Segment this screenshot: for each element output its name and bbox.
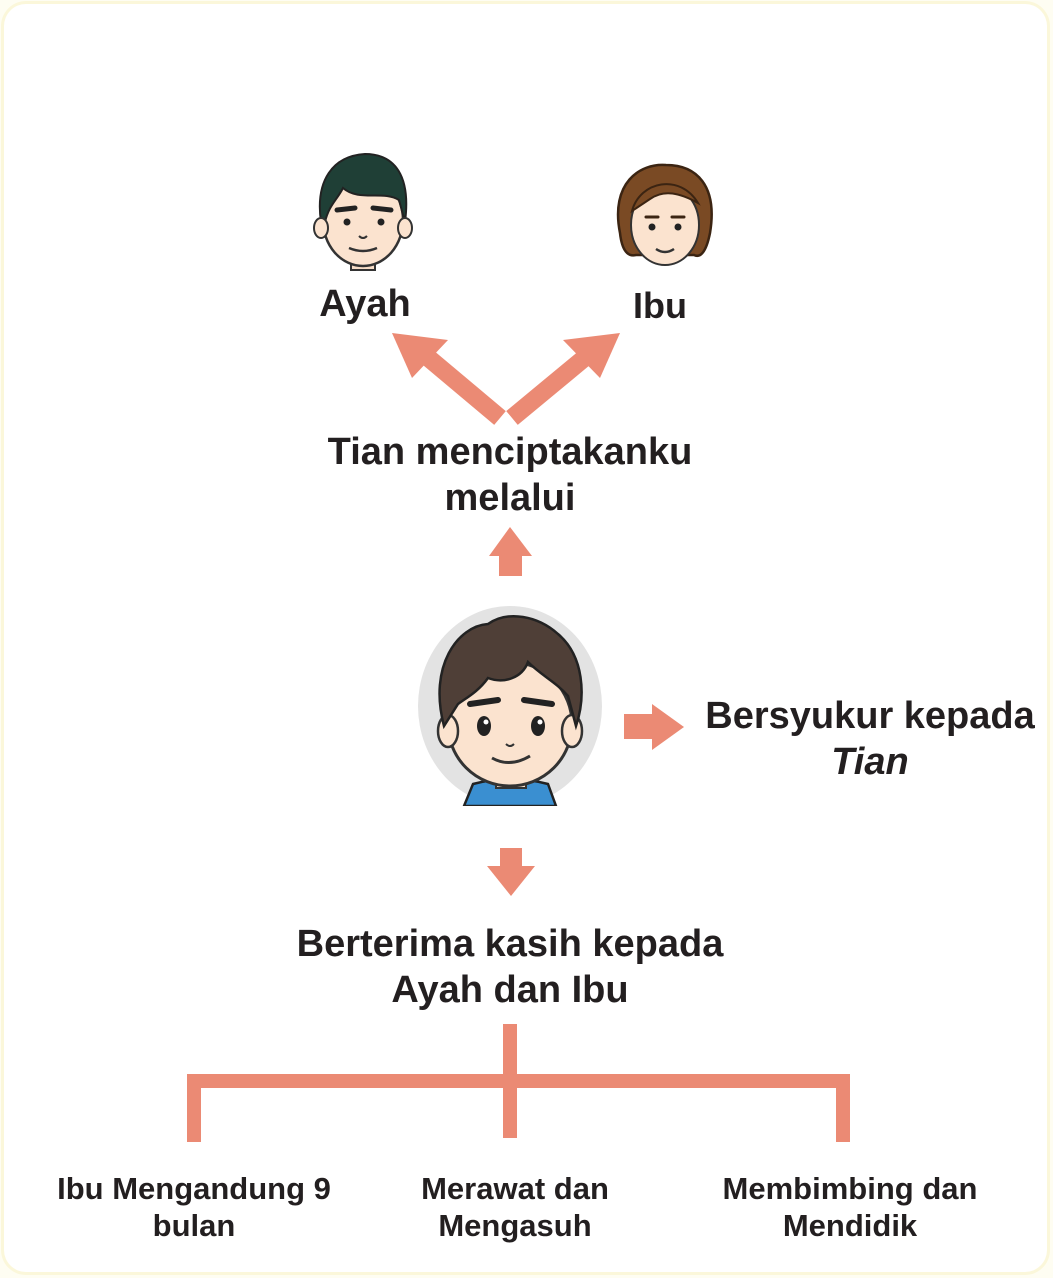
- tree-connector: [187, 1024, 850, 1142]
- branch-pregnancy: Ibu Mengandung 9 bulan: [34, 1170, 354, 1244]
- created-through-line2: melalui: [444, 476, 576, 519]
- branch-caring-line1: Merawat dan: [421, 1171, 609, 1206]
- branch-caring-line2: Mengasuh: [438, 1208, 592, 1244]
- created-through-text: Tian menciptakanku melalui: [280, 430, 740, 521]
- grateful-tian-line1: Bersyukur kepada: [705, 695, 1035, 737]
- grateful-tian-text: Bersyukur kepada Tian: [690, 694, 1050, 785]
- branch-caring: Merawat dan Mengasuh: [380, 1170, 650, 1244]
- mother-label: Ibu: [633, 285, 687, 326]
- thank-parents-text: Berterima kasih kepada Ayah dan Ibu: [260, 922, 760, 1013]
- father-avatar-icon: [313, 152, 413, 271]
- created-through-line1: Tian menciptakanku: [327, 431, 693, 473]
- arrow-right-to-gratitude: [624, 704, 684, 750]
- arrow-up-to-creation: [489, 527, 532, 576]
- branch-guiding-line2: Mendidik: [782, 1208, 918, 1244]
- grateful-tian-line2: Tian: [831, 740, 909, 783]
- branch-guiding-line1: Membimbing dan: [722, 1171, 978, 1206]
- arrow-down-to-parents-thanks: [487, 848, 535, 896]
- father-label: Ayah: [319, 283, 411, 325]
- arrow-to-mother: [506, 333, 620, 425]
- thank-parents-line2: Ayah dan Ibu: [391, 968, 629, 1011]
- branch-pregnancy-line1: Ibu Mengandung 9: [57, 1171, 331, 1206]
- arrow-to-father: [392, 333, 506, 425]
- thank-parents-line1: Berterima kasih kepada: [296, 923, 724, 965]
- child-avatar-icon: [418, 606, 602, 806]
- mother-avatar-icon: [616, 163, 713, 266]
- branch-guiding: Membimbing dan Mendidik: [690, 1170, 1010, 1244]
- branch-pregnancy-line2: bulan: [152, 1208, 236, 1244]
